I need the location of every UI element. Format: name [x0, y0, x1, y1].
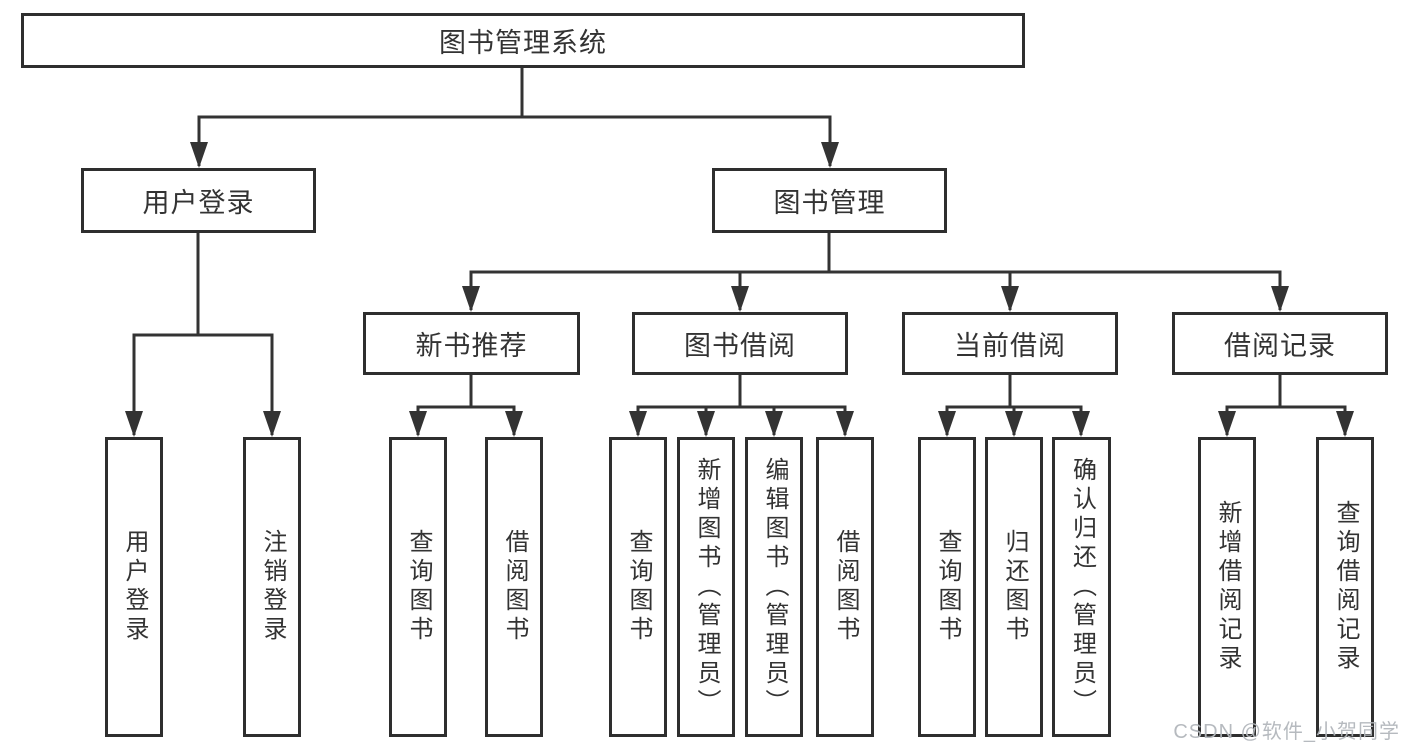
- leaf-current-query: 查询图书: [918, 437, 976, 737]
- node-book-management: 图书管理: [712, 168, 947, 233]
- leaf-current-return: 归还图书: [985, 437, 1043, 737]
- leaf-current-confirm-return-admin: 确认归还（管理员）: [1052, 437, 1111, 737]
- leaf-record-query: 查询借阅记录: [1316, 437, 1374, 737]
- leaf-user-logout: 注销登录: [243, 437, 301, 737]
- node-root-system: 图书管理系统: [21, 13, 1025, 68]
- leaf-newbook-borrow: 借阅图书: [485, 437, 543, 737]
- leaf-user-login: 用户登录: [105, 437, 163, 737]
- arrowheads: [125, 142, 1354, 437]
- leaf-borrow-add-admin: 新增图书（管理员）: [677, 437, 735, 737]
- node-current-borrow: 当前借阅: [902, 312, 1118, 375]
- connector-lines: [132, 67, 1347, 435]
- leaf-record-add: 新增借阅记录: [1198, 437, 1256, 737]
- leaf-borrow-query: 查询图书: [609, 437, 667, 737]
- node-user-login: 用户登录: [81, 168, 316, 233]
- node-borrow-records: 借阅记录: [1172, 312, 1388, 375]
- leaf-borrow-book: 借阅图书: [816, 437, 874, 737]
- csdn-watermark: CSDN @软件_小贺同学: [1173, 721, 1400, 743]
- node-book-borrow: 图书借阅: [632, 312, 848, 375]
- leaf-borrow-edit-admin: 编辑图书（管理员）: [745, 437, 803, 737]
- node-new-book-recommend: 新书推荐: [363, 312, 580, 375]
- leaf-newbook-query: 查询图书: [389, 437, 447, 737]
